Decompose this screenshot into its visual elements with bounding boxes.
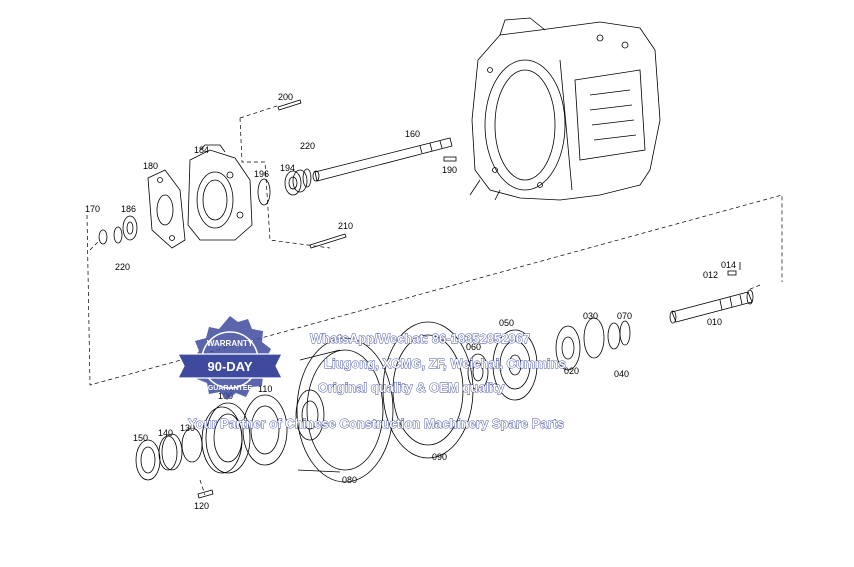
ring-170 <box>98 229 108 245</box>
label-170: 170 <box>85 204 100 214</box>
label-040: 040 <box>614 369 629 379</box>
badge-top-text: WARRANTY <box>207 339 254 348</box>
gasket-090 <box>382 321 474 459</box>
label-210: 210 <box>338 221 353 231</box>
bearing-060 <box>467 353 489 391</box>
label-010: 010 <box>707 317 722 327</box>
watermark-line2: Liugong, XCMG, ZF, Weichai, Cummins <box>324 356 566 371</box>
pin-190 <box>443 156 457 162</box>
gear-020 <box>555 325 581 371</box>
ring-130 <box>181 427 203 463</box>
bearing-186 <box>122 215 138 241</box>
label-196: 196 <box>254 169 269 179</box>
label-110: 110 <box>258 384 272 394</box>
plug-014-012 <box>727 262 741 276</box>
label-014: 014 <box>721 260 736 270</box>
bolt-200 <box>277 99 302 111</box>
output-shaft-010 <box>669 289 754 324</box>
label-020: 020 <box>564 366 579 376</box>
seal-150 <box>135 439 161 481</box>
shaft-160 <box>312 137 453 182</box>
ring-220-top <box>302 168 312 188</box>
badge-bottom-text: GUARANTEE <box>208 385 253 392</box>
part-labels: 200 184 180 160 220 194 196 190 170 186 … <box>85 92 736 511</box>
label-200: 200 <box>278 92 293 102</box>
cover-100 <box>201 402 251 474</box>
label-080: 080 <box>342 475 357 485</box>
gasket-180 <box>147 169 186 249</box>
warranty-badge: WARRANTY 90-DAY GUARANTEE <box>177 316 283 400</box>
ring-220-bottom <box>113 226 123 244</box>
label-130: 130 <box>180 423 195 433</box>
bearing-194 <box>284 169 308 196</box>
label-012: 012 <box>703 270 718 280</box>
ring-140 <box>158 433 183 471</box>
assembly-guide-lines <box>86 104 783 496</box>
watermark-line3: Original quality & OEM quality <box>318 380 505 395</box>
label-150: 150 <box>133 433 148 443</box>
ring-030 <box>583 317 605 359</box>
label-194: 194 <box>280 163 295 173</box>
badge-center-text: 90-DAY <box>207 359 252 374</box>
pump-housing-184 <box>187 144 253 241</box>
bolt-210 <box>309 233 347 249</box>
label-050: 050 <box>499 318 514 328</box>
label-180: 180 <box>143 161 158 171</box>
ring-196 <box>257 178 271 206</box>
bolt-120 <box>197 489 214 499</box>
label-090: 090 <box>432 452 447 462</box>
transmission-housing <box>469 17 661 201</box>
label-120: 120 <box>194 501 209 511</box>
watermark: WhatsApp/Wechat: 86-18352852967 Liugong,… <box>188 331 567 432</box>
label-160: 160 <box>405 129 420 139</box>
label-070: 070 <box>617 311 632 321</box>
label-030: 030 <box>583 311 598 321</box>
label-060: 060 <box>466 342 481 352</box>
ring-040-070 <box>607 320 631 350</box>
label-220-top: 220 <box>300 141 315 151</box>
label-186: 186 <box>121 204 136 214</box>
planet-housing-080 <box>295 337 394 483</box>
badge-ribbon <box>177 353 283 379</box>
label-184: 184 <box>194 145 209 155</box>
gasket-110 <box>242 394 288 466</box>
gear-050 <box>492 329 538 401</box>
label-220-bottom: 220 <box>115 262 130 272</box>
label-140: 140 <box>158 428 173 438</box>
watermark-line4: Your Partner of Chinese Construction Mac… <box>188 416 564 431</box>
watermark-line1: WhatsApp/Wechat: 86-18352852967 <box>310 331 530 346</box>
label-190: 190 <box>442 165 457 175</box>
